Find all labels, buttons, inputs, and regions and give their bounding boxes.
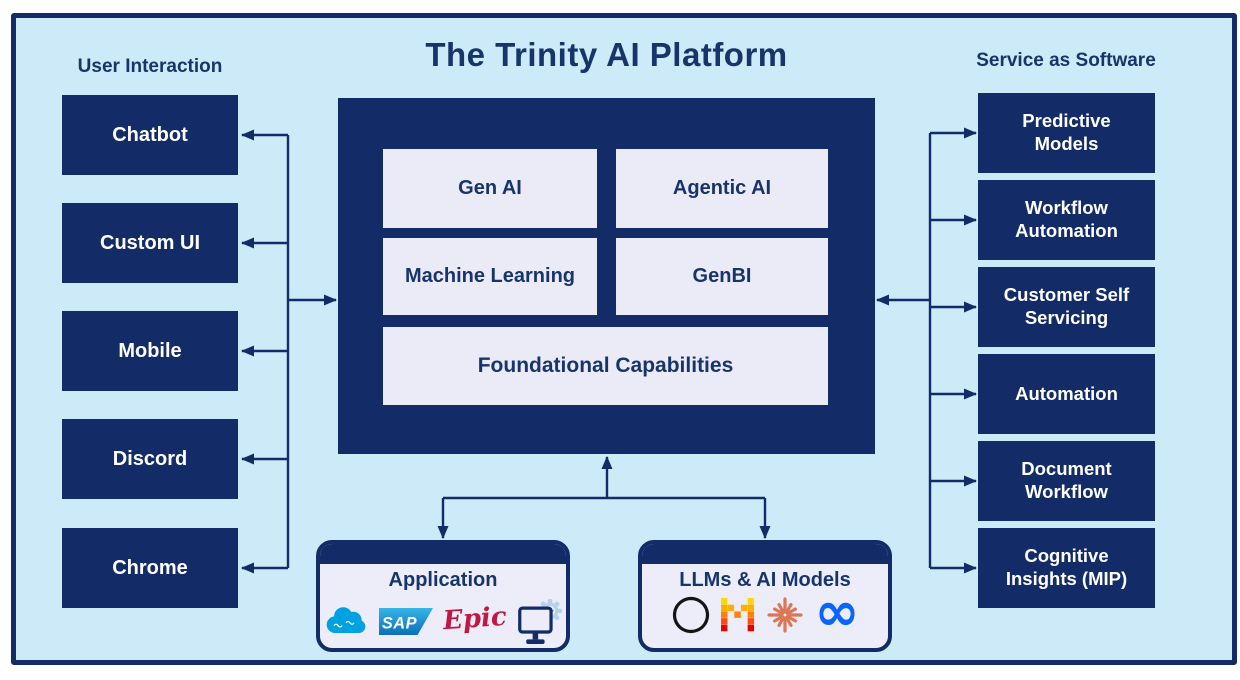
module-gen-ai: Gen AI: [383, 149, 597, 228]
module-foundational-capabilities: Foundational Capabilities: [383, 327, 828, 405]
epic-logo: Epic: [442, 601, 508, 637]
left-node-chrome: Chrome: [62, 528, 238, 608]
left-node-discord: Discord: [62, 419, 238, 499]
application-box: Application S: [316, 540, 570, 652]
llms-box-title: LLMs & AI Models: [679, 569, 851, 591]
left-node-mobile: Mobile: [62, 311, 238, 391]
salesforce-logo: [326, 607, 366, 633]
module-genbi: GenBI: [616, 238, 828, 315]
llms-box-header-band: [642, 544, 888, 564]
right-node-automation: Automation: [978, 354, 1155, 434]
sap-logo: SAP: [379, 607, 434, 635]
right-node-document-workflow: Document Workflow: [978, 441, 1155, 521]
application-box-header-band: [320, 544, 566, 564]
platform-box: Gen AI Agentic AI Machine Learning GenBI…: [338, 98, 875, 454]
application-box-title: Application: [388, 569, 498, 591]
left-node-custom-ui: Custom UI: [62, 203, 238, 283]
meta-logo: ∞: [814, 580, 860, 643]
diagram-title: The Trinity AI Platform: [425, 36, 788, 73]
llms-box: LLMs & AI Models: [638, 540, 892, 652]
application-logo-row: SAP Epic </>: [320, 595, 566, 647]
openai-logo: [672, 596, 709, 634]
right-node-cognitive-insights: Cognitive Insights (MIP): [978, 528, 1155, 608]
right-node-predictive-models: Predictive Models: [978, 93, 1155, 173]
left-node-chatbot: Chatbot: [62, 95, 238, 175]
right-node-workflow-automation: Workflow Automation: [978, 180, 1155, 260]
sap-logo-text: SAP: [382, 614, 417, 632]
llms-logo-row: ∞: [642, 580, 888, 643]
monitor-gear-icon: </>: [518, 598, 562, 644]
left-column-header: User Interaction: [77, 56, 223, 77]
anthropic-claude-logo: [766, 597, 803, 633]
right-column-header: Service as Software: [976, 50, 1156, 71]
mistral-logo: [720, 598, 754, 632]
module-agentic-ai: Agentic AI: [616, 149, 828, 228]
right-node-customer-self-servicing: Customer Self Servicing: [978, 267, 1155, 347]
module-machine-learning: Machine Learning: [383, 238, 597, 315]
